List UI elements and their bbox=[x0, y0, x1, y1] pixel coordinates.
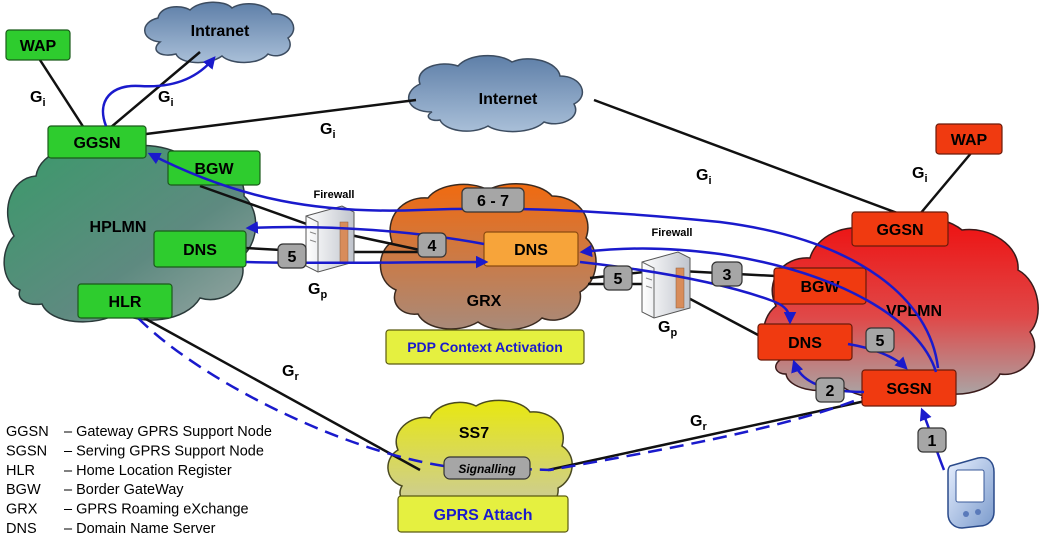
svg-text:6 - 7: 6 - 7 bbox=[477, 193, 509, 210]
node-sgsn: SGSN bbox=[861, 369, 957, 407]
svg-text:GGSN: GGSN bbox=[73, 135, 120, 152]
flow-sgsn-to-dns-grx bbox=[579, 244, 938, 373]
legend-desc: – Gateway GPRS Support Node bbox=[64, 424, 272, 440]
legend-abbr: GRX bbox=[6, 502, 38, 518]
svg-text:WAP: WAP bbox=[951, 132, 988, 149]
firewall-left-label: Firewall bbox=[314, 189, 355, 201]
legend-desc: – Serving GPRS Support Node bbox=[64, 443, 264, 459]
svg-text:DNS: DNS bbox=[514, 242, 548, 259]
node-ggsn-visited: GGSN bbox=[851, 211, 949, 247]
svg-text:3: 3 bbox=[723, 267, 732, 284]
step-badge-1: 1 bbox=[917, 427, 947, 453]
flow-home-dns-to-grx-dns bbox=[245, 255, 489, 269]
flow-ggsn-to-intranet bbox=[101, 56, 216, 127]
gr-hlr-label: Gr bbox=[282, 363, 299, 383]
step-badge-3: 3 bbox=[711, 261, 743, 287]
hplmn-label: HPLMN bbox=[90, 219, 147, 236]
gr-sgsn-label: Gr bbox=[690, 413, 707, 433]
gp-left-label: Gp bbox=[308, 281, 327, 301]
interface-labels: Gi Gi Gi Gi Gi Gp Gp Gr Gr bbox=[30, 89, 928, 433]
flow-grx-dns-to-home-dns bbox=[245, 221, 485, 246]
step-badge-5-mid: 5 bbox=[603, 265, 633, 291]
link-hlr-ss7 bbox=[143, 316, 421, 472]
legend-abbr: GGSN bbox=[6, 424, 49, 440]
svg-text:Signalling: Signalling bbox=[458, 462, 516, 476]
svg-text:1: 1 bbox=[928, 433, 937, 450]
link-sgsn-ss7 bbox=[547, 398, 871, 472]
gi-visited-wap-label: Gi bbox=[912, 165, 928, 185]
legend-desc: – Home Location Register bbox=[64, 463, 232, 479]
legend-desc: – Domain Name Server bbox=[64, 521, 216, 537]
svg-text:GGSN: GGSN bbox=[876, 222, 923, 239]
legend-desc: – GPRS Roaming eXchange bbox=[64, 502, 249, 518]
node-bgw-visited: BGW bbox=[773, 267, 867, 305]
node-hlr: HLR bbox=[77, 283, 173, 319]
link-wap-ggsn-visited bbox=[919, 151, 973, 215]
svg-text:BGW: BGW bbox=[194, 161, 234, 178]
link-internet-ggsn-visited bbox=[593, 98, 901, 216]
banner-pdp-context: PDP Context Activation bbox=[385, 329, 585, 365]
node-wap-home: WAP bbox=[5, 29, 71, 61]
svg-text:GPRS Attach: GPRS Attach bbox=[434, 507, 533, 524]
grx-label: GRX bbox=[467, 293, 502, 310]
firewall-right: Firewall bbox=[641, 227, 693, 319]
gi-internet-label: Gi bbox=[320, 121, 336, 141]
gi-visited-internet-label: Gi bbox=[696, 167, 712, 187]
svg-text:4: 4 bbox=[428, 238, 437, 255]
node-bgw-home: BGW bbox=[167, 150, 261, 186]
flow-sgsn-to-ggsn-home bbox=[147, 152, 940, 369]
step-badge-5-right: 5 bbox=[865, 327, 895, 353]
node-wap-visited: WAP bbox=[935, 123, 1003, 155]
internet-cloud: Internet bbox=[407, 54, 584, 133]
step-badges: 6 - 7 4 5 5 3 5 2 1 bbox=[277, 187, 947, 453]
flow-sgsn-to-visited-dns bbox=[791, 359, 865, 394]
svg-text:DNS: DNS bbox=[788, 335, 822, 352]
link-ggsn-intranet bbox=[109, 51, 201, 129]
svg-text:HLR: HLR bbox=[109, 294, 142, 311]
flow-visited-dns-to-sgsn bbox=[847, 342, 908, 370]
link-ggsn-internet bbox=[145, 98, 417, 136]
svg-text:DNS: DNS bbox=[183, 242, 217, 259]
firewall-left: Firewall bbox=[305, 189, 355, 273]
intranet-cloud: Intranet bbox=[144, 1, 295, 64]
svg-text:WAP: WAP bbox=[20, 38, 57, 55]
intranet-label: Intranet bbox=[191, 23, 250, 40]
node-ggsn-home: GGSN bbox=[47, 125, 147, 159]
step-badge-6-7: 6 - 7 bbox=[461, 187, 525, 213]
legend-abbr: BGW bbox=[6, 482, 41, 498]
legend-abbr: DNS bbox=[6, 521, 37, 537]
firewall-right-label: Firewall bbox=[652, 227, 693, 239]
gi-intranet-label: Gi bbox=[158, 89, 174, 109]
legend-abbr: HLR bbox=[6, 463, 35, 479]
step-badge-5-left: 5 bbox=[277, 243, 307, 269]
gp-right-label: Gp bbox=[658, 319, 677, 339]
flow-arrows bbox=[101, 56, 946, 471]
handheld-phone-icon bbox=[947, 456, 995, 529]
signalling-path bbox=[137, 317, 863, 472]
svg-text:2: 2 bbox=[826, 383, 835, 400]
svg-text:5: 5 bbox=[876, 333, 885, 350]
gi-wap-label: Gi bbox=[30, 89, 46, 109]
legend-desc: – Border GateWay bbox=[64, 482, 184, 498]
svg-text:BGW: BGW bbox=[800, 279, 840, 296]
ss7-label: SS7 bbox=[459, 425, 489, 442]
svg-text:SGSN: SGSN bbox=[886, 381, 931, 398]
node-dns-grx: DNS bbox=[483, 231, 579, 267]
legend-abbr: SGSN bbox=[6, 443, 47, 459]
signalling-badge: Signalling bbox=[443, 456, 531, 480]
node-dns-visited: DNS bbox=[757, 323, 853, 361]
step-badge-2: 2 bbox=[815, 377, 845, 403]
link-wap-ggsn bbox=[38, 59, 86, 129]
svg-text:PDP Context Activation: PDP Context Activation bbox=[407, 339, 563, 355]
banner-gprs-attach: GPRS Attach bbox=[397, 495, 569, 533]
firewall-brick-icon bbox=[675, 267, 685, 309]
step-badge-4: 4 bbox=[417, 232, 447, 258]
svg-text:5: 5 bbox=[288, 249, 297, 266]
internet-label: Internet bbox=[479, 91, 538, 108]
node-dns-home: DNS bbox=[153, 230, 247, 268]
svg-text:5: 5 bbox=[614, 271, 623, 288]
